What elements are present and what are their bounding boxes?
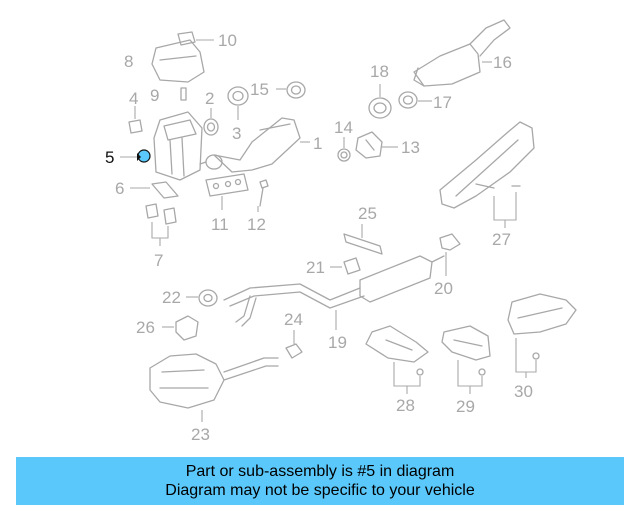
part-29-heat-shield bbox=[441, 325, 491, 394]
callout-22: 22 bbox=[162, 288, 181, 307]
part-22-mount bbox=[186, 289, 218, 307]
callout-28: 28 bbox=[396, 396, 415, 415]
part-11-bracket bbox=[205, 173, 249, 210]
caption-line-2: Diagram may not be specific to your vehi… bbox=[165, 482, 475, 499]
part-15-gasket bbox=[276, 81, 306, 99]
exhaust-parts-diagram: 1 2 3 4 5 6 7 8 9 10 11 12 13 14 15 16 1… bbox=[105, 19, 577, 444]
callout-1: 1 bbox=[313, 134, 322, 153]
callout-24: 24 bbox=[284, 310, 303, 329]
callout-8: 8 bbox=[124, 52, 133, 71]
part-19-center-pipe bbox=[223, 255, 445, 330]
part-12-bolt bbox=[257, 179, 269, 212]
part-13-clamp bbox=[355, 131, 398, 159]
callout-18: 18 bbox=[370, 62, 389, 81]
part-20-hanger bbox=[439, 233, 461, 276]
callout-16: 16 bbox=[493, 53, 512, 72]
part-5-catalytic-converter bbox=[153, 111, 223, 181]
part-26-bracket bbox=[162, 315, 199, 341]
part-17-gasket bbox=[398, 91, 432, 109]
callout-19: 19 bbox=[328, 333, 347, 352]
part-24-clamp bbox=[285, 330, 303, 359]
callout-13: 13 bbox=[401, 138, 420, 157]
part-27-heat-shield bbox=[439, 121, 535, 228]
callout-20: 20 bbox=[434, 279, 453, 298]
callout-4: 4 bbox=[129, 89, 138, 108]
callout-12: 12 bbox=[247, 215, 266, 234]
part-28-heat-shield bbox=[365, 325, 429, 394]
callout-14: 14 bbox=[334, 118, 353, 137]
part-9-clip bbox=[180, 87, 187, 101]
callout-30: 30 bbox=[514, 382, 533, 401]
callout-26: 26 bbox=[136, 318, 155, 337]
caption-line-1: Part or sub-assembly is #5 in diagram bbox=[185, 463, 455, 480]
part-30-heat-shield bbox=[507, 293, 577, 378]
part-23-muffler bbox=[149, 353, 279, 422]
callout-10: 10 bbox=[218, 31, 237, 50]
callout-6: 6 bbox=[115, 179, 124, 198]
callout-11: 11 bbox=[211, 215, 229, 234]
callout-25: 25 bbox=[358, 204, 377, 223]
callout-17: 17 bbox=[433, 93, 452, 112]
info-caption: Part or sub-assembly is #5 in diagram Di… bbox=[16, 457, 624, 505]
part-21-hanger bbox=[330, 257, 361, 275]
part-16-intermediate-pipe bbox=[413, 19, 511, 87]
part-14-gasket bbox=[337, 137, 351, 162]
callout-7: 7 bbox=[154, 251, 163, 270]
part-8-heat-shield bbox=[151, 31, 205, 83]
part-3-gasket bbox=[227, 86, 249, 120]
part-6-bracket bbox=[130, 181, 179, 199]
callout-5: 5 bbox=[105, 148, 114, 167]
callout-23: 23 bbox=[191, 425, 210, 444]
part-2-gasket bbox=[203, 108, 219, 136]
callout-2: 2 bbox=[205, 89, 214, 108]
callout-27: 27 bbox=[492, 230, 511, 249]
callout-29: 29 bbox=[456, 397, 475, 416]
callout-3: 3 bbox=[232, 124, 241, 143]
part-1-front-pipe bbox=[213, 117, 310, 173]
callout-21: 21 bbox=[306, 258, 325, 277]
callout-9: 9 bbox=[150, 86, 159, 105]
part-7-mounts bbox=[145, 203, 177, 246]
part-4-bracket bbox=[128, 106, 143, 134]
callout-15: 15 bbox=[250, 80, 269, 99]
part-25-hanger-bracket bbox=[343, 224, 383, 255]
part-18-gasket bbox=[368, 84, 392, 119]
